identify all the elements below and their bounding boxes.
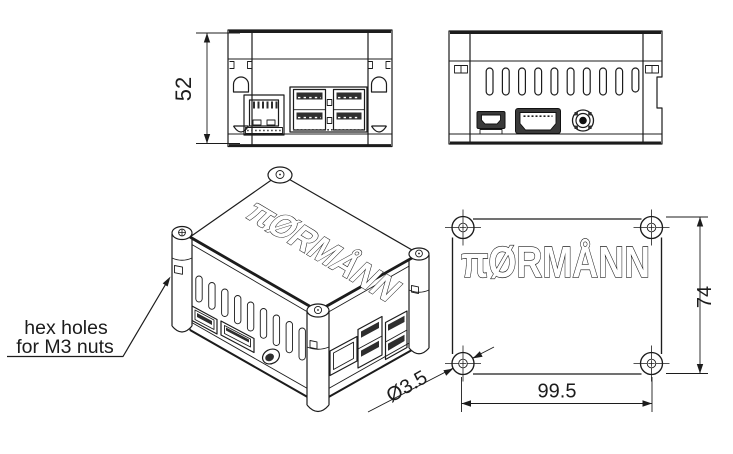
iso-corner-cap-right [408,247,430,261]
isometric-view: πØRMÅNN [171,166,430,413]
iso-vent-slots [195,275,306,361]
top-logo: πØRMÅNN [461,238,650,287]
dim-99-5: 99.5 [461,377,653,412]
corner-hole-tr [646,222,657,233]
iso-usb-ports [357,310,408,369]
iso-corner-post-front [306,312,330,413]
dim-dia-3-5: Ø3.5 [383,366,432,407]
corner-hole-br [646,358,657,369]
dim-74-label: 74 [694,286,716,308]
annotation-leader-line [7,281,168,358]
dim-52-label: 52 [171,77,196,101]
hex-hole-right-post [411,285,419,294]
iso-audio-jack [261,348,281,365]
annotation-hex-holes: hex holes for M3 nuts [7,276,171,358]
hex-hole-front-post [309,340,318,350]
iso-corner-post-left [171,234,193,333]
corner-hole-tl [458,222,468,233]
audio-jack-port [571,109,595,132]
dim-dia-3-5-label: Ø3.5 [383,366,432,407]
ethernet-port-front [243,94,285,136]
hex-nut-slot-right [645,65,659,74]
back-view [448,30,663,145]
vent-slots-back [485,67,640,96]
dim-52: 52 [171,32,240,144]
annotation-text-line1: hex holes [24,317,108,339]
iso-corner-cap-front [306,303,330,318]
annotation-text-line2: for M3 nuts [16,336,114,358]
annotation-arrow [162,276,171,287]
hdmi-port [515,108,561,134]
iso-corner-cap-back [267,166,293,184]
hex-nut-slot-left [454,65,468,74]
iso-ethernet-port [329,335,358,377]
front-view [227,29,393,148]
front-post-arch-right [370,76,388,93]
dim-74: 74 [666,216,716,374]
iso-hdmi-port [220,320,255,354]
top-view: πØRMÅNN [367,209,670,413]
usb-ports-front [289,86,368,133]
front-post-arch-left [232,76,250,93]
dim-99-5-label: 99.5 [538,381,577,403]
hex-hole-left-post [174,265,183,275]
micro-usb-port [476,111,506,135]
iso-corner-cap-left [171,225,193,241]
corner-hole-bl [458,358,468,369]
iso-corner-post-right [408,255,430,355]
